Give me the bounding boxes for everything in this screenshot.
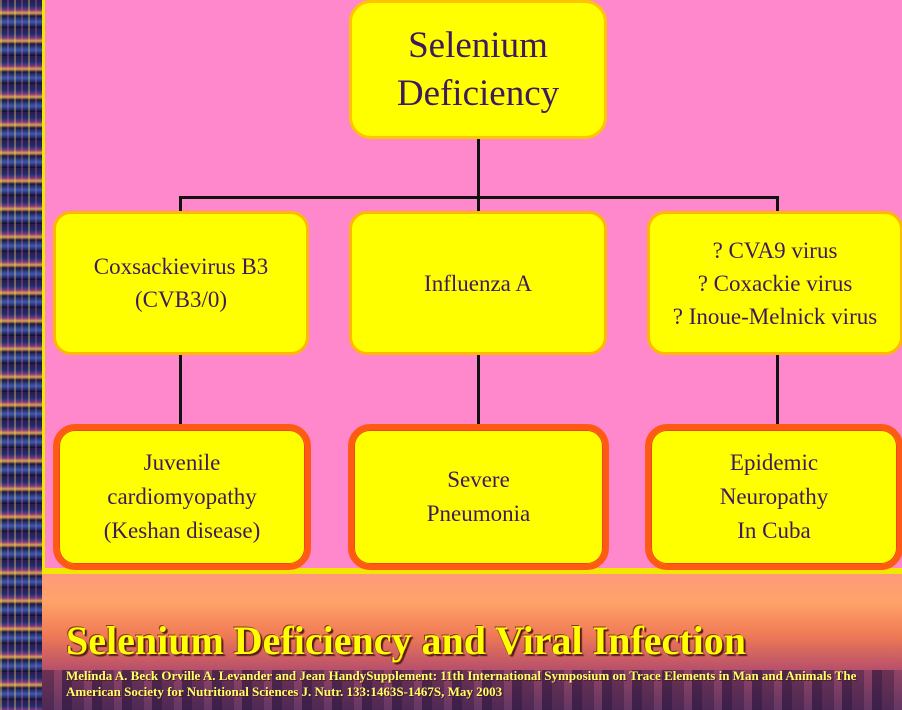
node-cva9-coxackie-inoue: ? CVA9 virus ? Coxackie virus ? Inoue-Me… <box>647 211 902 355</box>
node-text: Juvenile <box>143 450 221 475</box>
connector-right-lower <box>776 354 779 426</box>
connector-left-down <box>179 196 182 212</box>
node-epidemic-neuropathy: Epidemic Neuropathy In Cuba <box>645 424 902 570</box>
node-text: (Keshan disease) <box>103 518 261 543</box>
diagram-canvas: Selenium Deficiency Coxsackievirus B3 (C… <box>42 0 902 574</box>
node-text: Pneumonia <box>426 501 531 526</box>
node-text: (CVB3/0) <box>135 287 227 312</box>
node-text: Deficiency <box>396 72 560 114</box>
node-text: Severe <box>447 467 510 492</box>
connector-left-lower <box>179 354 182 426</box>
connector-root-down <box>477 138 480 197</box>
connector-center-down <box>477 196 480 212</box>
node-text: ? Coxackie virus <box>697 270 853 296</box>
node-text: In Cuba <box>737 518 811 543</box>
node-text: Epidemic <box>729 450 819 475</box>
node-influenza-a: Influenza A <box>349 211 607 355</box>
slide-title: Selenium Deficiency and Viral Infection <box>66 618 746 663</box>
city-lights-image <box>0 0 48 710</box>
connector-right-down <box>776 196 779 212</box>
node-text: cardiomyopathy <box>107 484 257 509</box>
node-coxsackievirus-b3: Coxsackievirus B3 (CVB3/0) <box>53 211 309 355</box>
sunset-banner <box>42 574 902 710</box>
node-text: Coxsackievirus B3 <box>93 254 269 279</box>
node-juvenile-cardiomyopathy: Juvenile cardiomyopathy (Keshan disease) <box>53 424 311 570</box>
node-text: Neuropathy <box>719 484 829 509</box>
node-selenium-deficiency: Selenium Deficiency <box>349 0 607 139</box>
citation-text: Melinda A. Beck Orville A. Levander and … <box>66 668 857 699</box>
connector-center-lower <box>477 354 480 426</box>
node-severe-pneumonia: Severe Pneumonia <box>348 424 609 570</box>
node-text: Selenium <box>408 24 548 66</box>
node-text: Influenza A <box>424 270 532 296</box>
node-text: ? Inoue-Melnick virus <box>672 303 878 329</box>
node-text: ? CVA9 virus <box>712 237 838 263</box>
